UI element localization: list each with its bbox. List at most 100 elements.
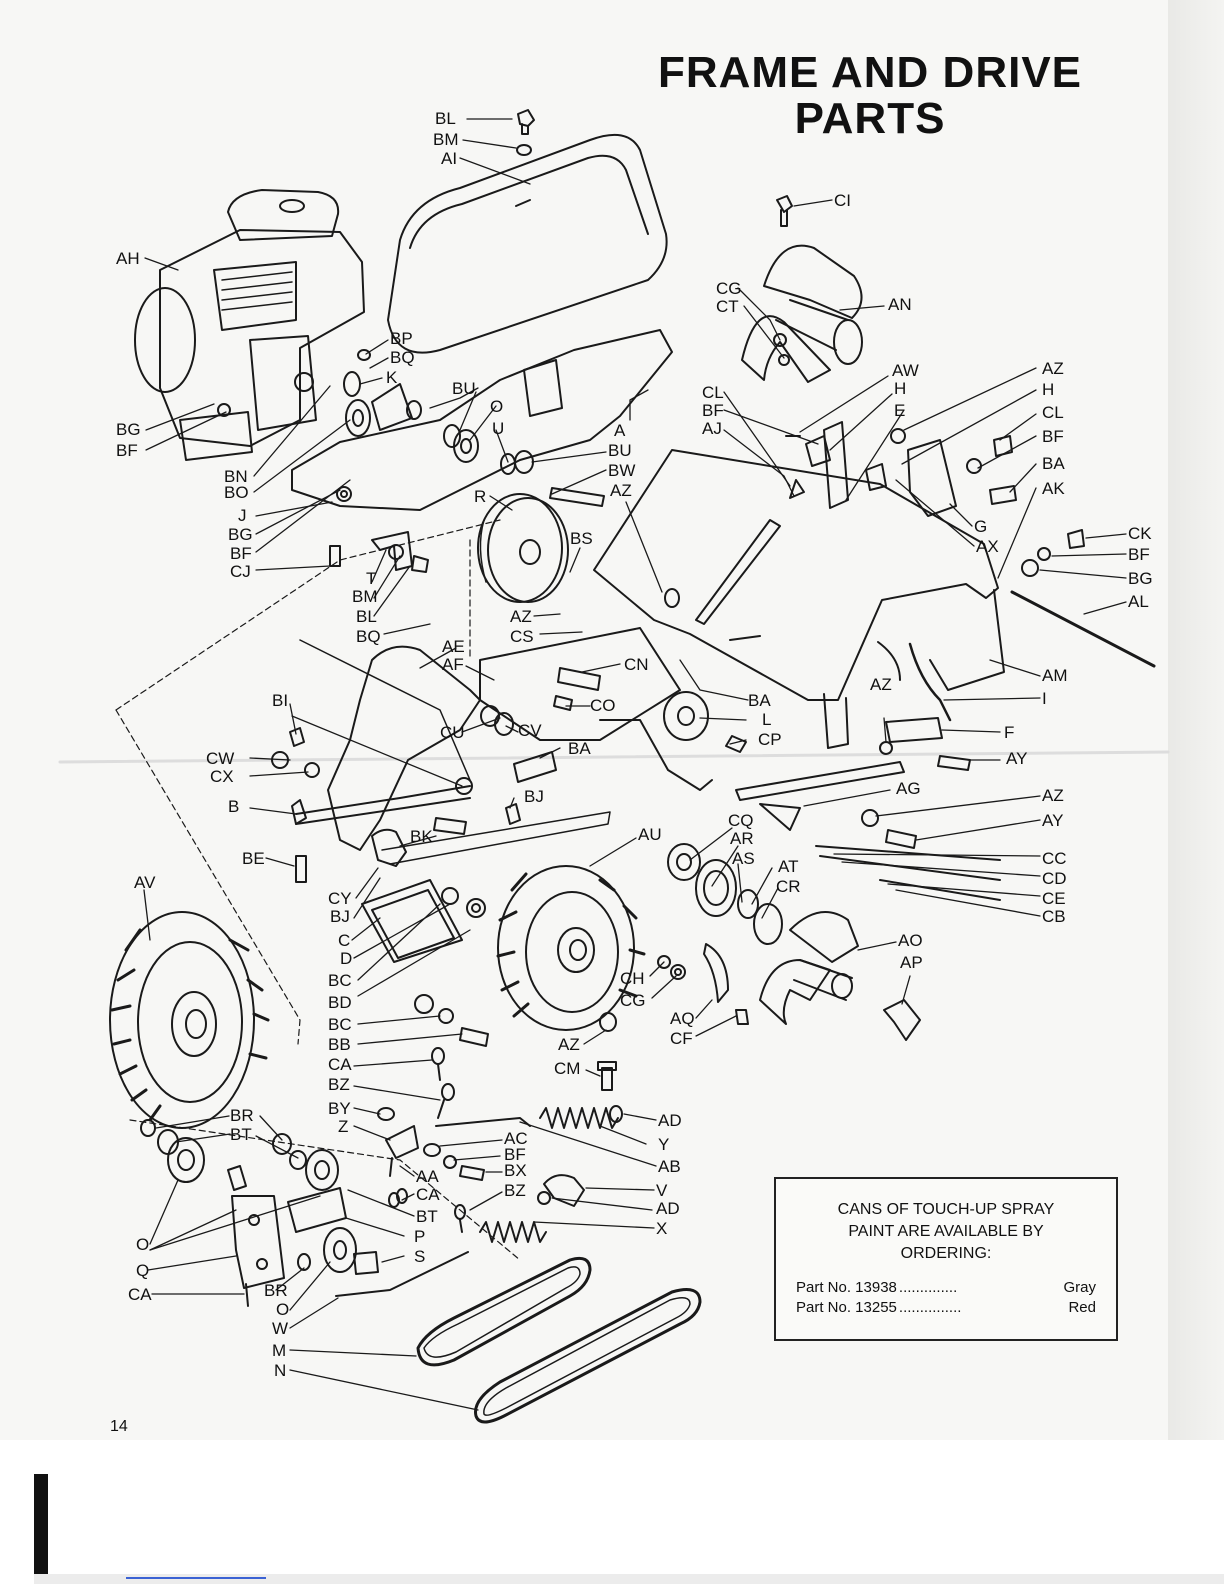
callout-label: BZ	[504, 1181, 526, 1200]
callout-label: AA	[416, 1167, 439, 1186]
callout-label: AZ	[1042, 359, 1064, 378]
callout-label: BE	[242, 849, 265, 868]
page-number: 14	[110, 1418, 128, 1435]
callout-label: AE	[442, 637, 465, 656]
callout-label: AD	[658, 1111, 682, 1130]
callout-label: O	[276, 1300, 290, 1319]
paint-part-number: Part No. 13938	[796, 1279, 897, 1296]
callout-label: BC	[328, 971, 352, 990]
callout-label: CT	[716, 297, 739, 316]
callout-label: I	[1042, 689, 1047, 708]
callout-label: BB	[328, 1035, 351, 1054]
callout-label: E	[894, 401, 906, 420]
callout-label: CV	[518, 721, 542, 740]
callout-label: W	[272, 1319, 289, 1338]
callout-label: CI	[834, 191, 851, 210]
callout-label: AB	[658, 1157, 681, 1176]
engine-drawing	[134, 189, 365, 461]
bottom-link-underline[interactable]	[126, 1577, 266, 1579]
callout-label: AK	[1042, 479, 1065, 498]
callout-label: CN	[624, 655, 649, 674]
callout-label: CA	[128, 1285, 152, 1304]
callout-label: CS	[510, 627, 534, 646]
callout-label: BF	[702, 401, 724, 420]
callout-label: CX	[210, 767, 234, 786]
callout-label: AZ	[870, 675, 892, 694]
callout-label: AZ	[610, 481, 632, 500]
callout-label: S	[414, 1247, 426, 1266]
callout-label: BQ	[356, 627, 381, 646]
callout-label: O	[490, 397, 504, 416]
callout-label: X	[656, 1219, 668, 1238]
callout-label: R	[474, 487, 487, 506]
paint-color: Red	[1068, 1299, 1096, 1316]
callout-label: L	[762, 710, 772, 729]
callout-label: BU	[608, 441, 632, 460]
callout-label: AY	[1042, 811, 1064, 830]
callout-label: U	[492, 419, 505, 438]
callout-label: CD	[1042, 869, 1067, 888]
leader-lines	[143, 118, 1127, 1411]
callout-label: CQ	[728, 811, 754, 830]
callout-label: BS	[570, 529, 593, 548]
callout-label: AY	[1006, 749, 1028, 768]
callout-label: Y	[658, 1135, 670, 1154]
callout-label: BC	[328, 1015, 352, 1034]
callout-label: BJ	[330, 907, 350, 926]
callout-label: AZ	[558, 1035, 580, 1054]
callout-label: CB	[1042, 907, 1066, 926]
callout-label: BT	[416, 1207, 438, 1226]
top-bolts-drawing	[516, 109, 793, 227]
callout-label: BR	[264, 1281, 288, 1300]
page-title: FRAME AND DRIVE PARTS	[560, 50, 1180, 142]
paint-leader-dots: ...............	[898, 1299, 962, 1316]
callout-label: F	[1004, 723, 1015, 742]
springs-drawing	[479, 1105, 623, 1243]
callout-label: BF	[504, 1145, 526, 1164]
callout-label: BJ	[524, 787, 544, 806]
callout-label: BT	[230, 1125, 252, 1144]
callout-label: P	[414, 1227, 426, 1246]
callout-label: BA	[748, 691, 771, 710]
callout-label: N	[274, 1361, 287, 1380]
callout-label: BF	[230, 544, 252, 563]
callout-label: O	[136, 1235, 150, 1254]
bottom-hardware-drawing	[377, 994, 585, 1233]
callout-label: AU	[638, 825, 662, 844]
left-wheel-drawing	[109, 911, 270, 1129]
callout-label: CU	[440, 723, 465, 742]
callout-label: CW	[206, 749, 235, 768]
paint-color: Gray	[1063, 1279, 1096, 1296]
callout-label: CM	[554, 1059, 581, 1078]
callout-label: G	[974, 517, 988, 536]
callout-label: AL	[1128, 592, 1149, 611]
right-wheel-drawing	[496, 865, 646, 1032]
phantom-lines	[115, 519, 521, 1261]
callout-label: BN	[224, 467, 248, 486]
callout-label: BL	[356, 607, 377, 626]
scan-edge	[34, 1474, 48, 1584]
callout-label: BA	[568, 739, 591, 758]
callout-label: CC	[1042, 849, 1067, 868]
spacer-parts-drawing	[329, 349, 605, 573]
callout-label: AZ	[1042, 786, 1064, 805]
callout-label: BD	[328, 993, 352, 1012]
callout-label: CL	[1042, 403, 1064, 422]
callout-label: BG	[1128, 569, 1153, 588]
callout-label: AG	[896, 779, 921, 798]
callout-label: AP	[900, 953, 923, 972]
right-hardware-drawing	[785, 428, 1156, 722]
callout-label: J	[238, 506, 247, 525]
callout-label: BM	[433, 130, 459, 149]
upper-tine-drawing	[741, 244, 863, 383]
callout-label: CJ	[230, 562, 251, 581]
callout-label: BM	[352, 587, 378, 606]
callout-label: CA	[416, 1185, 440, 1204]
callout-label: BG	[116, 420, 141, 439]
callout-label: AC	[504, 1129, 528, 1148]
paint-row-gray: Part No. 13938 .............. Gray	[796, 1279, 1096, 1297]
callout-label: BI	[272, 691, 289, 710]
callout-label: AV	[134, 873, 156, 892]
hub-cover-drawing	[361, 879, 486, 963]
callout-label: AO	[898, 931, 923, 950]
